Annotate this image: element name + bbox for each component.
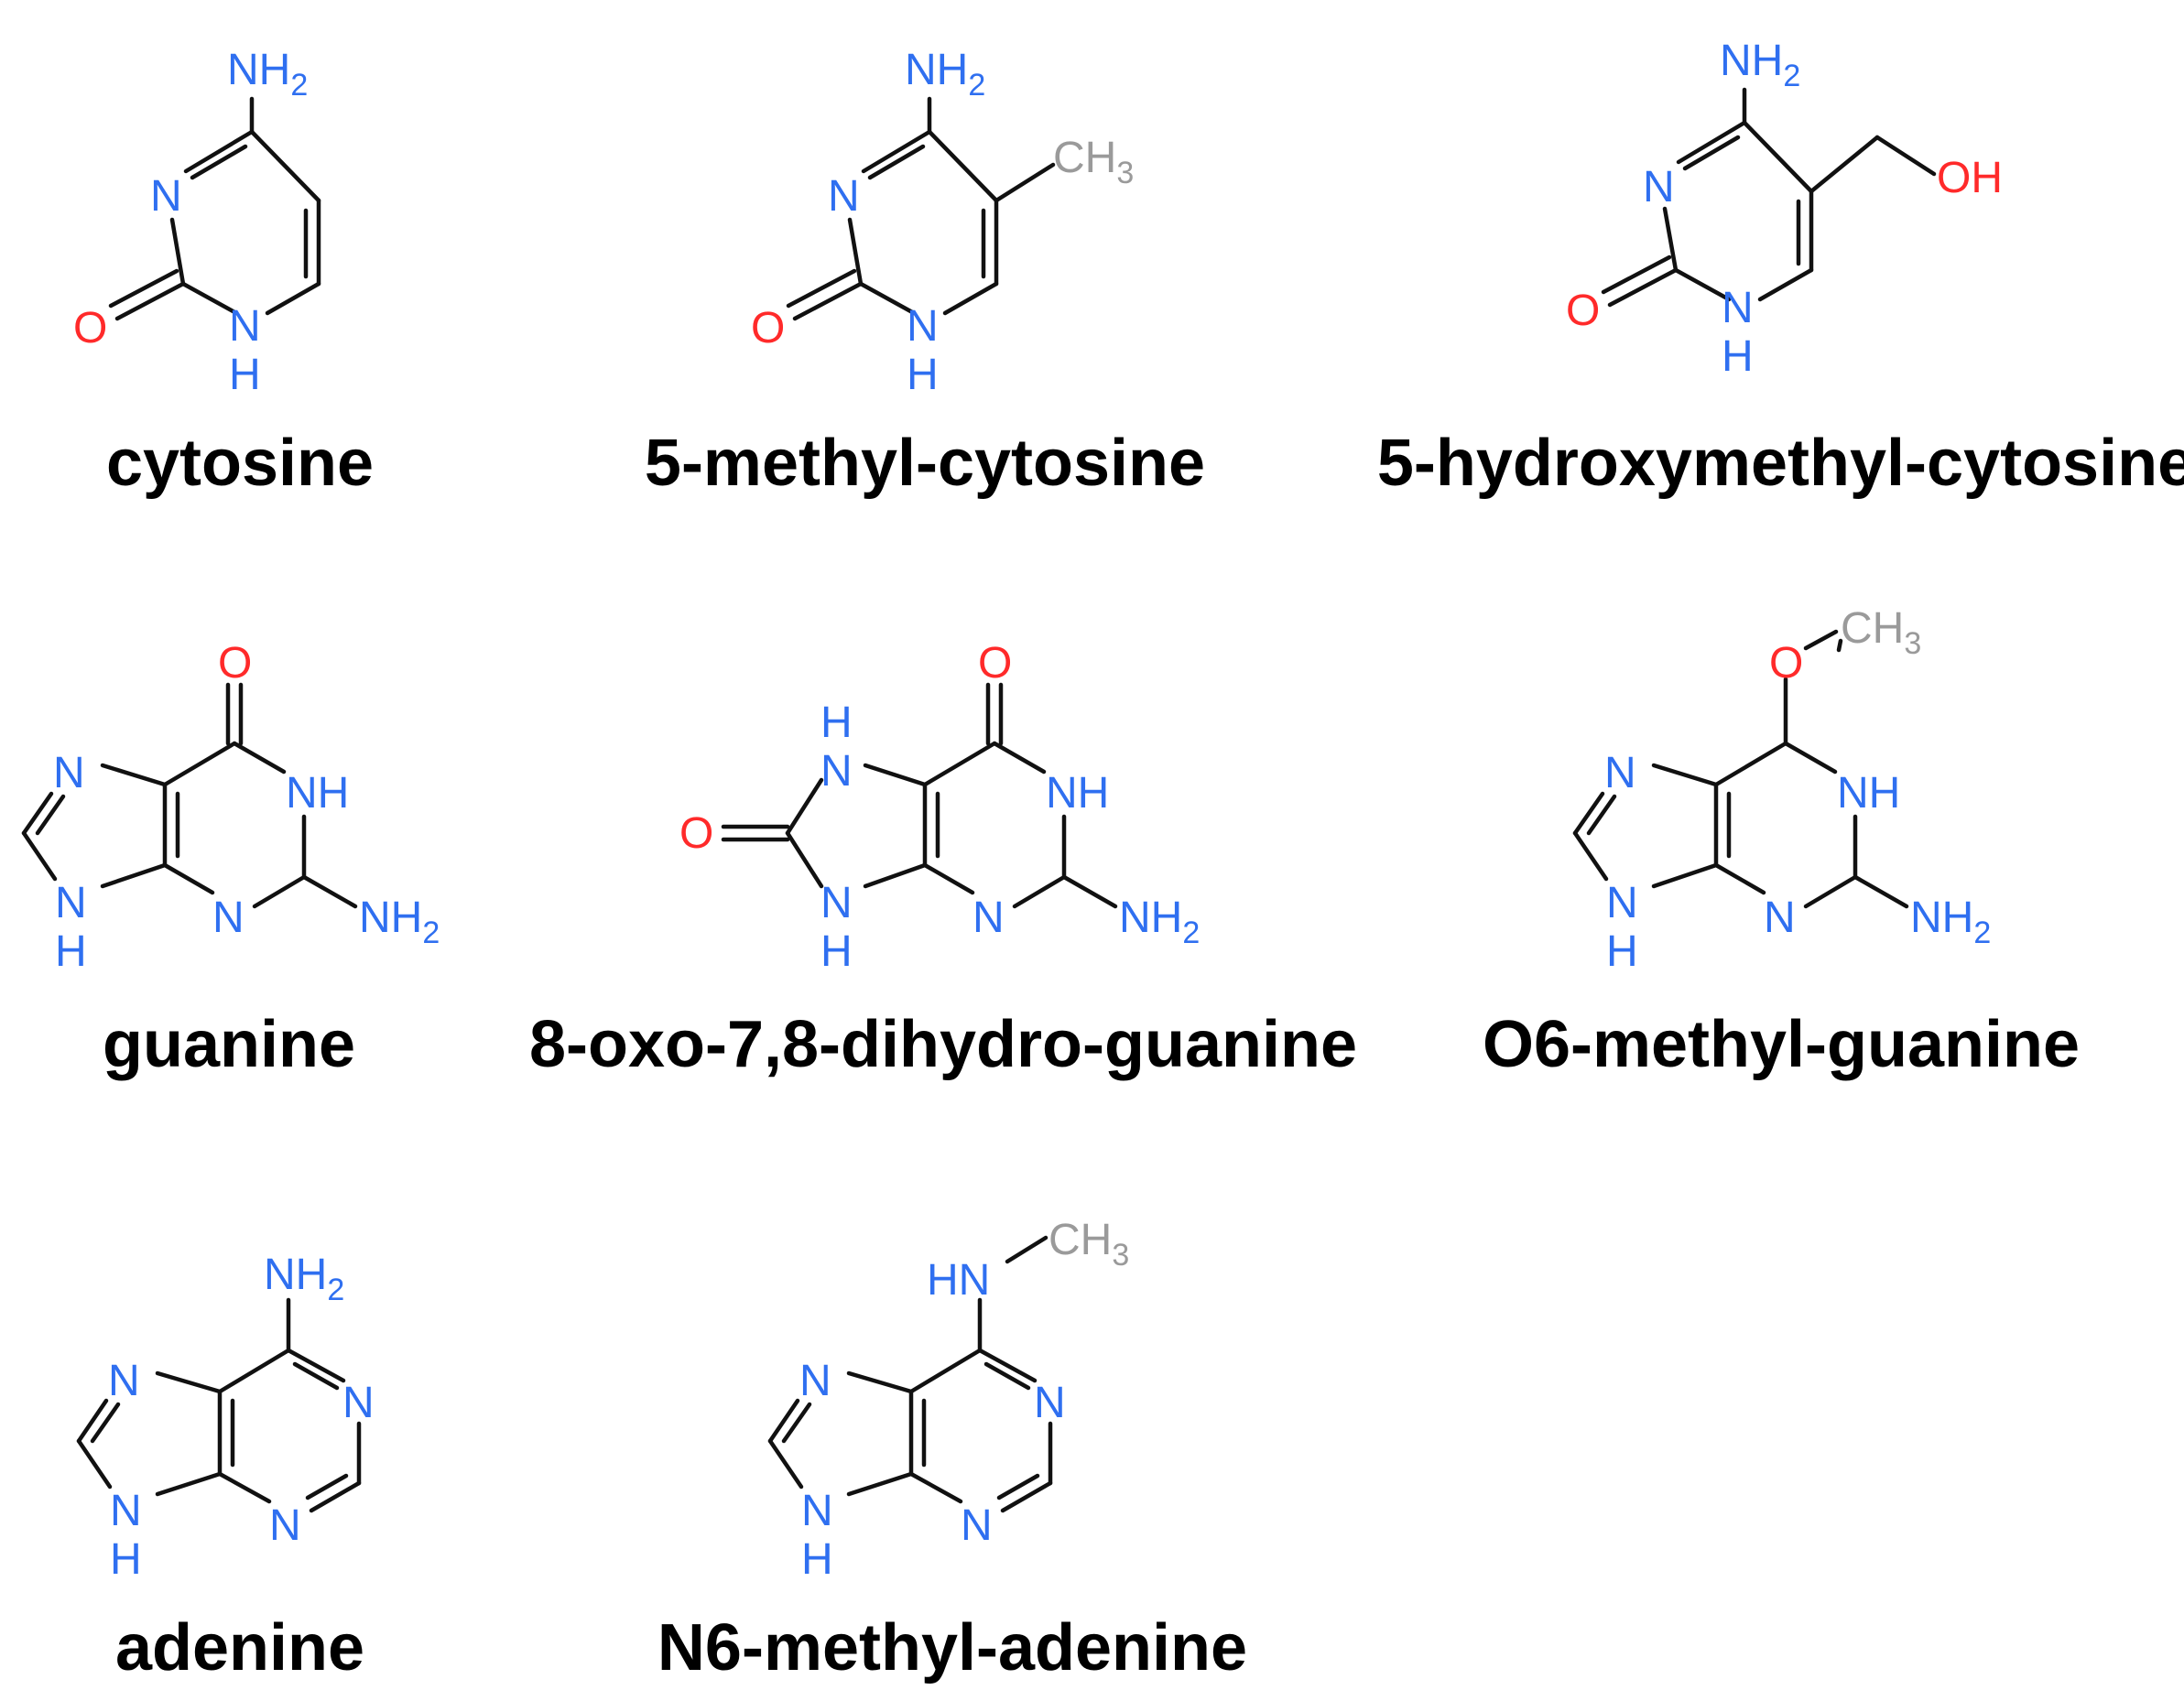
molecule-name: 5-hydroxymethyl-cytosine [1377,427,2184,500]
molecule-8-oxo-7-8-dihydro-guanine: O NH H N O N NH2 N H 8-oxo-7,8-dihydro-g… [529,639,1357,1081]
atom-label: N [108,1357,140,1405]
atom-label: H [110,1535,142,1584]
bonds [767,1235,1053,1513]
atom-label: N [110,1487,142,1535]
atom-label: O [73,304,107,352]
atom-label: NH2 [264,1251,344,1307]
atom-label: N [342,1379,375,1427]
atom-label: N [229,302,261,351]
atom-label: N [961,1501,993,1550]
bonds [721,682,1118,909]
bonds [108,96,321,321]
atom-label: CH3 [1049,1216,1129,1273]
atom-label: HN [927,1256,990,1305]
bonds [786,96,1056,321]
atom-label: H [229,351,261,399]
atom-labels: CH3 HN N N N N H [799,1216,1129,1584]
atom-label: NH2 [227,46,308,103]
atom-label: O [1769,639,1803,688]
atom-label: N [1604,749,1636,797]
atom-label: NH [286,769,349,818]
atom-label: N [1034,1379,1066,1427]
atom-label: H [55,927,87,976]
atom-labels: NH2 CH3 N O N H [751,46,1134,399]
atom-label: NH2 [1119,894,1200,950]
atom-label: O [218,639,252,688]
atom-label: N [907,302,939,351]
atom-label: O [1566,287,1600,335]
atom-label: OH [1937,154,2003,202]
molecule-name: 5-methyl-cytosine [645,427,1205,500]
molecule-adenine: NH2 N N N N H adenine [76,1251,375,1685]
atom-labels: O NH N N NH2 N H [53,639,440,976]
atom-label: N [55,879,87,927]
atom-labels: NH2 N O N H [73,46,308,399]
molecule-5-hydroxymethyl-cytosine: NH2 OH N O N H 5-hydroxymethyl-cytosine [1377,37,2184,500]
molecule-guanine: O NH N N NH2 N H guanine [21,639,440,1081]
atom-label: N [1764,894,1796,942]
atom-label: NH2 [359,894,440,950]
atom-label: NH2 [1910,894,1991,950]
molecule-O6-methyl-guanine: CH3 O NH N N NH2 N H O6-methyl-guanine [1483,604,2080,1081]
atom-label: NH2 [1720,37,1800,93]
atom-label: NH [1046,769,1109,818]
atom-label: N [1606,879,1638,927]
atom-label: NH [1837,769,1900,818]
atom-label: N [801,1487,833,1535]
atom-label: O [679,809,713,858]
atom-label: O [751,304,785,352]
bonds [1572,629,1909,909]
molecule-5-methyl-cytosine: NH2 CH3 N O N H 5-methyl-cytosine [645,46,1205,500]
atom-label: N [1643,163,1675,211]
atom-labels: NH2 N N N N H [108,1251,375,1584]
atom-label: H [801,1535,833,1584]
molecule-name: guanine [103,1008,355,1081]
bonds [76,1297,362,1513]
atom-label: N [799,1357,831,1405]
atom-labels: NH2 OH N O N H [1566,37,2003,381]
molecule-N6-methyl-adenine: CH3 HN N N N N H N6-methyl-adenine [657,1216,1247,1685]
atom-label: H [820,927,853,976]
atom-label: H [1606,927,1638,976]
atom-label: NH2 [905,46,985,103]
atom-label: O [978,639,1012,688]
atom-label: H [820,699,853,747]
atom-label: N [53,749,85,797]
molecule-name: O6-methyl-guanine [1483,1008,2080,1081]
atom-label: CH3 [1053,134,1134,190]
bonds [1601,87,1937,308]
molecule-name: adenine [115,1611,364,1685]
atom-label: CH3 [1841,604,1921,661]
molecule-name: cytosine [106,427,374,500]
molecule-name: N6-methyl-adenine [657,1611,1247,1685]
atom-label: N [828,172,860,221]
atom-label: N [820,879,853,927]
atom-label: N [212,894,244,942]
molecule-name: 8-oxo-7,8-dihydro-guanine [529,1008,1357,1081]
molecule-cytosine: NH2 N O N H cytosine [73,46,374,500]
atom-label: N [1722,284,1754,332]
atom-labels: CH3 O NH N N NH2 N H [1604,604,1991,976]
atom-labels: O NH H N O N NH2 N H [679,639,1200,976]
atom-label: H [1722,332,1754,381]
atom-label: N [820,747,853,796]
atom-label: N [150,172,182,221]
bonds [21,682,358,909]
atom-label: N [972,894,1005,942]
atom-label: H [907,351,939,399]
atom-label: N [269,1501,301,1550]
